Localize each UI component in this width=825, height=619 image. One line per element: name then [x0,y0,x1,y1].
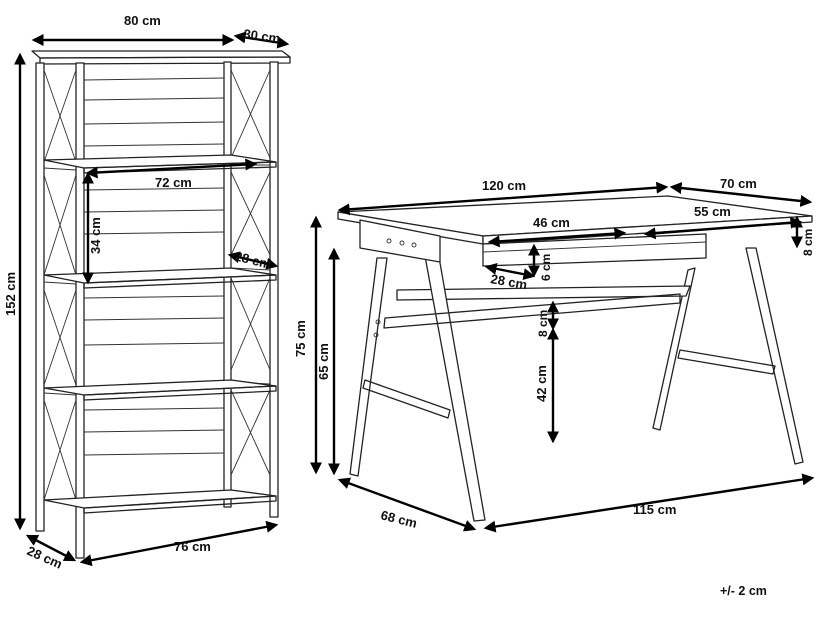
desk-total-height-label: 75 cm [293,320,308,357]
shelf-height-label: 152 cm [3,272,18,316]
rail-height-label: 8 cm [536,310,550,337]
drawer-width-label: 46 cm [533,215,570,230]
dimension-labels: 80 cm 30 cm 152 cm 72 cm 34 cm 28 cm 28 … [3,13,815,598]
desk-drawing [337,195,813,522]
shelf-base-width-label: 76 cm [174,539,211,554]
dimension-lines [14,31,815,567]
shelf-top-width-label: 80 cm [124,13,161,28]
desk-leg-height-label: 65 cm [316,343,331,380]
clearance-label: 42 cm [534,365,549,402]
bookshelf-drawing [31,50,291,559]
desk-base-width-label: 115 cm [633,502,676,517]
top-thickness-label: 8 cm [801,229,815,256]
shelf-width-label: 72 cm [155,175,192,190]
shelf-gap-label: 34 cm [88,217,103,254]
drawer-inner-depth-label: 28 cm [489,271,528,292]
shelf-top-depth-label: 30 cm [243,26,282,46]
desk-width-label: 120 cm [482,178,526,193]
shelf-base-depth-label: 28 cm [25,543,65,572]
desk-depth-label: 70 cm [720,176,757,191]
drawer-height-label: 6 cm [539,254,553,281]
drawer-depth-label: 55 cm [694,204,731,219]
tolerance-note: +/- 2 cm [720,584,767,598]
desk-base-depth-label: 68 cm [379,507,418,530]
